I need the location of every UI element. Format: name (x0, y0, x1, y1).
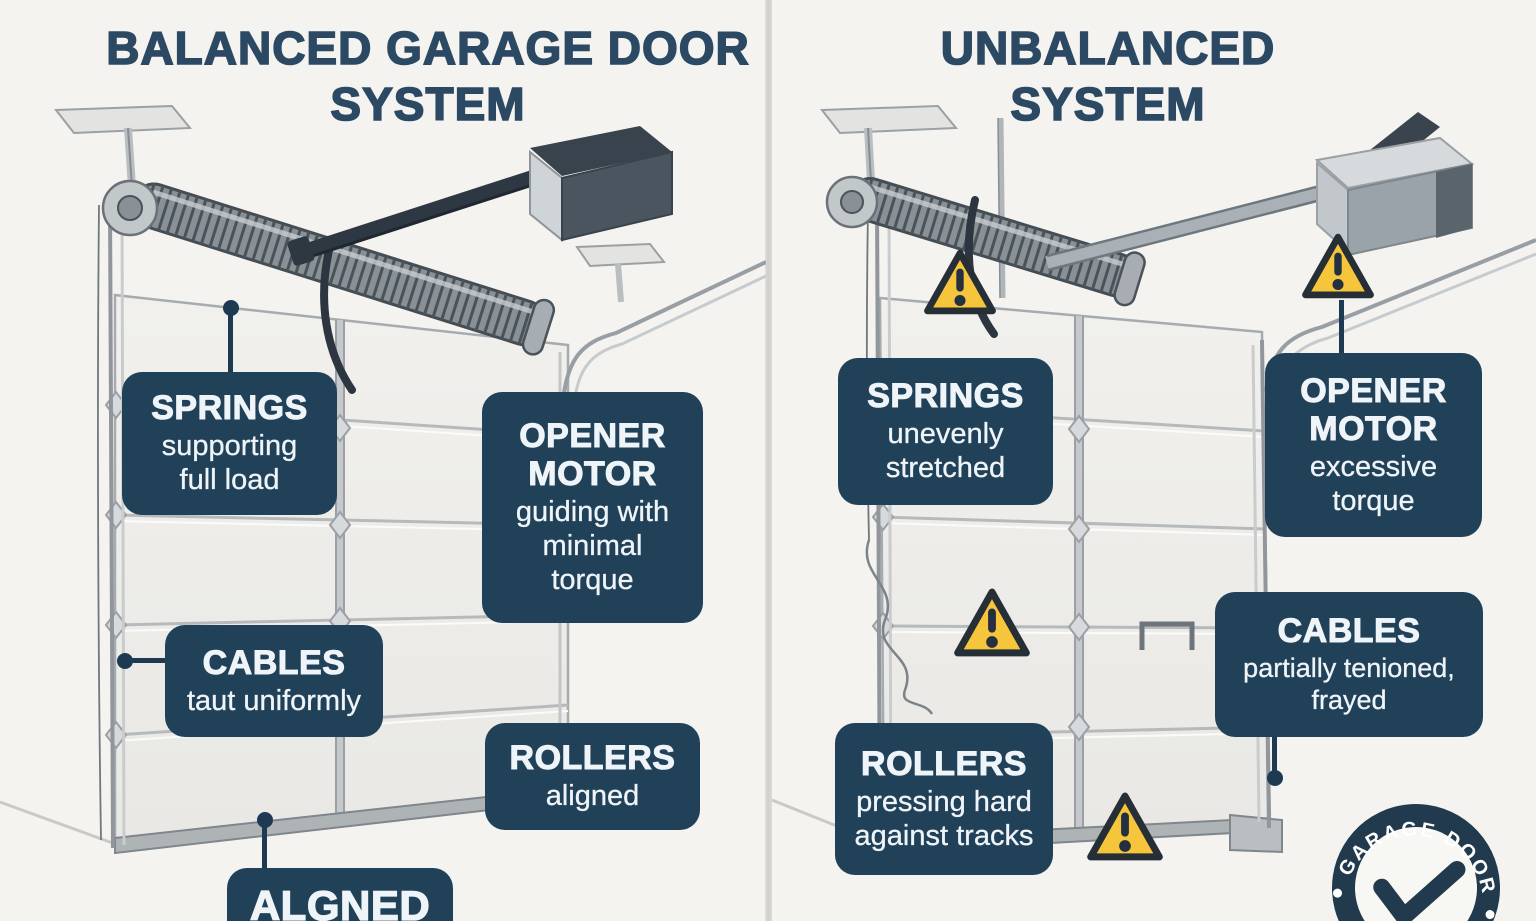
rollers-warning-label-box: ROLLERS pressing hard against tracks (835, 723, 1053, 875)
balanced-title: BALANCED GARAGE DOOR SYSTEM (105, 21, 750, 131)
cables-label-box: CABLES taut uniformly (165, 625, 383, 737)
springs-warning-title: SPRINGS (867, 377, 1024, 416)
checkmark-icon (1373, 861, 1466, 921)
springs-label-title: SPRINGS (151, 389, 308, 428)
opener-motor-warning-label-box: OPENER MOTOR excessive torque (1265, 353, 1482, 537)
rollers-warning-desc: pressing hard against tracks (854, 785, 1034, 852)
rollers-warning-title: ROLLERS (861, 744, 1027, 783)
warning-triangle-icon (954, 588, 1030, 657)
opener-motor-label-desc: guiding with minimal torque (515, 496, 670, 597)
opener-motor-label-title: OPENER MOTOR (519, 417, 666, 494)
cables-label-desc: taut uniformly (186, 684, 362, 717)
cables-connector-line-right (1272, 736, 1277, 778)
springs-warning-desc: unevenly stretched (885, 418, 1006, 485)
opener-motor-label-box: OPENER MOTOR guiding with minimal torque (482, 392, 703, 623)
aligned-label-title: ALGNED (249, 881, 431, 921)
balanced-panel: BALANCED GARAGE DOOR SYSTEM (0, 0, 766, 921)
springs-connector-line (228, 308, 233, 374)
aligned-connector-line (262, 820, 267, 870)
rollers-label-title: ROLLERS (509, 738, 676, 777)
rollers-label-desc: aligned (545, 780, 640, 813)
panel-divider (765, 0, 772, 921)
aligned-label-box: ALGNED (227, 868, 453, 921)
rollers-label-box: ROLLERS aligned (485, 723, 700, 830)
warning-triangle-icon (1087, 792, 1163, 861)
cables-connector-line (125, 658, 167, 663)
unbalanced-panel: UNBALANCED SYSTEM (772, 0, 1536, 921)
springs-label-box: SPRINGS supporting full load (122, 372, 337, 515)
warning-triangle-icon (1302, 233, 1374, 299)
cables-label-title: CABLES (202, 643, 346, 682)
garage-door-badge: GARAGE DOOR A D (1332, 804, 1508, 921)
cables-warning-label-box: CABLES partially tenioned, frayed (1215, 592, 1483, 737)
opener-warning-connector-line (1339, 300, 1344, 355)
warning-triangle-icon (924, 249, 996, 315)
opener-motor-warning-title: OPENER MOTOR (1300, 371, 1447, 448)
unbalanced-title: UNBALANCED SYSTEM (940, 21, 1276, 131)
cables-connector-dot-right (1267, 770, 1283, 786)
cables-warning-desc: partially tenioned, frayed (1243, 653, 1455, 716)
opener-motor-warning-desc: excessive torque (1309, 450, 1438, 517)
springs-warning-label-box: SPRINGS unevenly stretched (838, 358, 1053, 505)
springs-label-desc: supporting full load (161, 430, 298, 497)
cables-warning-title: CABLES (1277, 612, 1421, 651)
